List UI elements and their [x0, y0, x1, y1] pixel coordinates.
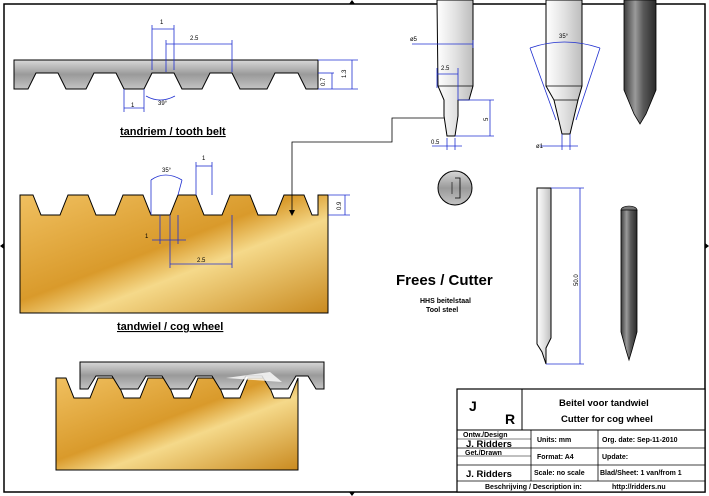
update: Update: [602, 454, 628, 461]
org-date: Org. date: Sep-11-2010 [602, 437, 678, 444]
cutter-3d-view [620, 205, 638, 362]
belt-dim-angle: 39° [158, 101, 168, 107]
description-label: Beschrijving / Description in: [485, 484, 582, 491]
title-nl: Beitel voor tandwiel [559, 398, 649, 409]
sheet-number: Blad/Sheet: 1 van/from 1 [600, 470, 682, 477]
wheel-dim-pitch: 2.5 [197, 258, 206, 264]
logo-r: R [505, 411, 515, 427]
cutter-end-view [437, 170, 473, 206]
description-url: http://ridders.nu [612, 484, 666, 491]
cog-wheel: 35° 1 0.9 1 2.5 tandwiel / cog wheel [19, 117, 444, 333]
belt-dim-tooth: 1 [160, 20, 164, 26]
cutter-dim-tip-width: 2.5 [441, 66, 450, 72]
logo-j: J [469, 398, 477, 414]
tooth-belt: 1 2.5 1 39° 0.7 1.3 tandriem / tooth bel… [13, 20, 358, 138]
wheel-caption: tandwiel / cog wheel [117, 321, 223, 333]
cutter-front-view: ø5 2.5 5 0.5 [410, 0, 494, 150]
format: Format: A4 [537, 454, 574, 461]
cutter-dim-tip-offset: 0.5 [431, 140, 440, 146]
belt-shape [13, 59, 319, 90]
belt-dim-height-total: 1.3 [342, 69, 348, 78]
drawn-name: J. Ridders [466, 469, 512, 480]
mesh-assembly [55, 361, 325, 471]
drawn-label: Get./Drawn [465, 450, 502, 457]
cutter-dim-angle: 35° [559, 34, 569, 40]
cutter-long-view: 50.0 [536, 187, 584, 365]
cutter-dim-tip-height: 5 [484, 117, 490, 121]
units: Units: mm [537, 437, 571, 444]
design-name: J. Ridders [466, 439, 512, 450]
belt-dim-pitch: 2.5 [190, 36, 199, 42]
belt-dim-gap: 1 [131, 103, 135, 109]
design-label: Ontw./Design [463, 432, 507, 439]
belt-dim-height-small: 0.7 [321, 77, 327, 86]
title-block [456, 388, 706, 493]
wheel-dim-height: 0.9 [337, 201, 343, 210]
cutter-dim-shank-dia: ø5 [410, 37, 418, 43]
scale: Scale: no scale [534, 470, 585, 477]
cutter-title: Frees / Cutter [396, 272, 493, 289]
mesh-belt-shape [79, 361, 325, 390]
cutter-leader-line [291, 117, 444, 214]
cutter-dim-length: 50.0 [574, 274, 580, 286]
wheel-dim-top: 1 [202, 156, 206, 162]
cutter-side-view: 35° ø1 [529, 0, 601, 150]
cutter-side-shape [545, 0, 583, 135]
wheel-dim-gap: 1 [145, 234, 149, 240]
wheel-dim-angle: 35° [162, 168, 172, 174]
cutter-long-shape [536, 187, 552, 365]
cutter-material-nl: HHS beitelstaal [420, 298, 471, 305]
cutter-material-en: Tool steel [426, 307, 458, 314]
cutter-front-shape [436, 0, 474, 137]
mesh-wheel-shape [55, 377, 299, 471]
wheel-shape [19, 194, 329, 314]
cutter-dim-tip-dia: ø1 [536, 144, 544, 150]
title-en: Cutter for cog wheel [561, 414, 653, 425]
cutter-3d-view-top [623, 0, 657, 125]
belt-caption: tandriem / tooth belt [120, 126, 226, 138]
